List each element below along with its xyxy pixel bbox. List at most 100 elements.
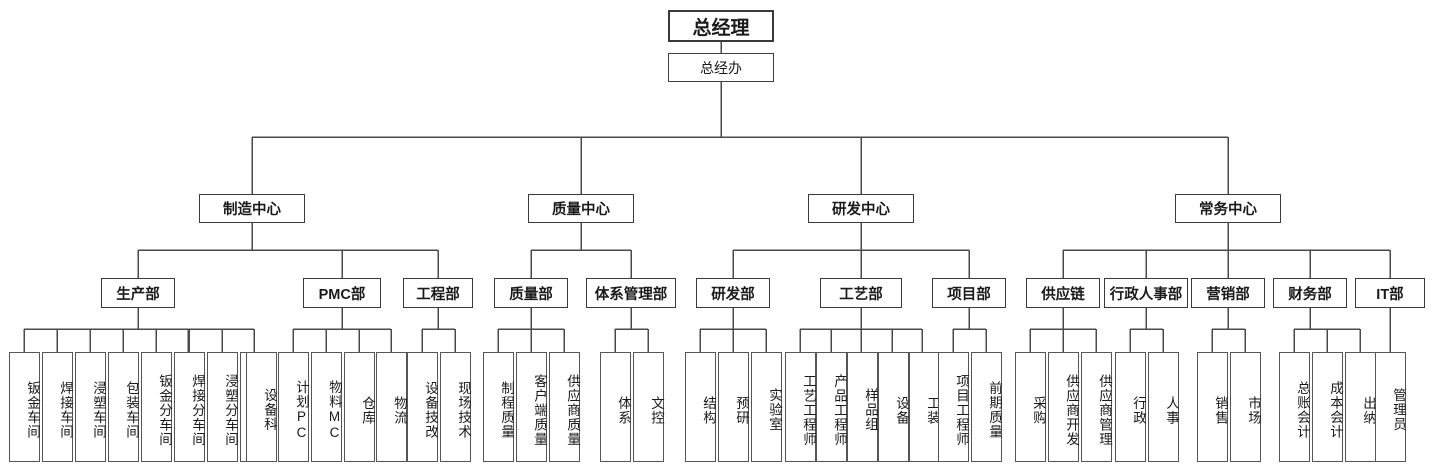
- node-label: 浸塑分车间: [223, 373, 238, 447]
- node-manufacturing-center[interactable]: 制造中心: [199, 194, 305, 223]
- node-label: 工程部: [416, 286, 460, 303]
- node-pmc-department[interactable]: PMC部: [303, 278, 381, 308]
- node-it-department[interactable]: IT部: [1355, 278, 1425, 308]
- node-supplier-management[interactable]: 供应商管理: [1081, 352, 1112, 462]
- node-label: 常务中心: [1199, 202, 1257, 218]
- node-field-technology[interactable]: 现场技术: [440, 352, 471, 462]
- node-label: 前期质量: [987, 381, 1002, 439]
- node-label: 质量部: [509, 286, 553, 303]
- node-label: 工艺工程师: [801, 373, 816, 447]
- node-early-quality[interactable]: 前期质量: [971, 352, 1002, 462]
- node-label: 项目部: [947, 286, 991, 303]
- node-planning-pc[interactable]: 计划PC: [278, 352, 309, 462]
- node-material-mc[interactable]: 物料MC: [311, 352, 342, 462]
- node-label: 项目工程师: [954, 373, 969, 447]
- node-label: 人事: [1164, 395, 1179, 425]
- node-sample-group[interactable]: 样品组: [847, 352, 878, 462]
- node-label: 管理员: [1391, 388, 1406, 432]
- node-finance-department[interactable]: 财务部: [1273, 278, 1347, 308]
- node-equipment[interactable]: 设备: [878, 352, 909, 462]
- node-label: 供应链: [1041, 286, 1085, 303]
- node-logistics[interactable]: 物流: [376, 352, 407, 462]
- node-label: 体系管理部: [594, 286, 668, 303]
- node-project-department[interactable]: 项目部: [932, 278, 1006, 308]
- node-label: PMC部: [318, 286, 366, 303]
- node-supplier-development[interactable]: 供应商开发: [1048, 352, 1079, 462]
- node-document-control[interactable]: 文控: [633, 352, 664, 462]
- node-label: IT部: [1376, 286, 1404, 303]
- node-label: 出纳: [1361, 395, 1376, 425]
- node-label: 总经理: [692, 17, 750, 39]
- node-label: 焊接分车间: [190, 373, 205, 447]
- node-project-engineer[interactable]: 项目工程师: [938, 352, 969, 462]
- node-label: 物流: [392, 395, 407, 425]
- node-label: 制造中心: [223, 202, 281, 218]
- node-human-resources[interactable]: 人事: [1148, 352, 1179, 462]
- node-label: 供应商开发: [1064, 373, 1079, 447]
- node-label: 预研: [734, 395, 749, 425]
- node-sheet-metal-shop[interactable]: 钣金车间: [9, 352, 40, 462]
- node-label: 研发部: [711, 286, 755, 303]
- node-packaging-shop[interactable]: 包装车间: [108, 352, 139, 462]
- node-purchasing[interactable]: 采购: [1015, 352, 1046, 462]
- node-process-engineer[interactable]: 工艺工程师: [785, 352, 816, 462]
- node-welding-sub-shop[interactable]: 焊接分车间: [174, 352, 205, 462]
- node-label: 客户端质量: [532, 373, 547, 447]
- node-cashier[interactable]: 出纳: [1345, 352, 1376, 462]
- node-label: 设备: [894, 395, 909, 425]
- node-structure[interactable]: 结构: [685, 352, 716, 462]
- node-dip-coating-sub-shop[interactable]: 浸塑分车间: [207, 352, 238, 462]
- node-label: 钣金分车间: [157, 373, 172, 447]
- node-admin-hr-department[interactable]: 行政人事部: [1104, 278, 1188, 308]
- node-engineering-department[interactable]: 工程部: [403, 278, 473, 308]
- node-label: 生产部: [116, 286, 160, 303]
- node-executive-center[interactable]: 常务中心: [1175, 194, 1281, 223]
- node-label: 采购: [1031, 395, 1046, 425]
- node-general-manager-office[interactable]: 总经办: [668, 53, 774, 82]
- node-quality-department[interactable]: 质量部: [494, 278, 568, 308]
- node-welding-shop[interactable]: 焊接车间: [42, 352, 73, 462]
- node-warehouse[interactable]: 仓库: [344, 352, 375, 462]
- node-market[interactable]: 市场: [1230, 352, 1261, 462]
- node-process-quality[interactable]: 制程质量: [483, 352, 514, 462]
- node-supplier-quality[interactable]: 供应商质量: [549, 352, 580, 462]
- node-customer-quality[interactable]: 客户端质量: [516, 352, 547, 462]
- node-laboratory[interactable]: 实验室: [751, 352, 782, 462]
- node-quality-center[interactable]: 质量中心: [528, 194, 634, 223]
- node-equipment-retrofit[interactable]: 设备技改: [407, 352, 438, 462]
- node-system[interactable]: 体系: [600, 352, 631, 462]
- node-label: 现场技术: [456, 381, 471, 439]
- node-label: 结构: [701, 395, 716, 425]
- node-pre-research[interactable]: 预研: [718, 352, 749, 462]
- node-rd-center[interactable]: 研发中心: [808, 194, 914, 223]
- node-dip-coating-shop[interactable]: 浸塑车间: [75, 352, 106, 462]
- node-general-manager[interactable]: 总经理: [668, 10, 774, 42]
- node-label: 设备科: [262, 388, 277, 432]
- node-equipment-section[interactable]: 设备科: [246, 352, 277, 462]
- node-label: 工装: [925, 395, 940, 425]
- node-sheet-metal-sub-shop[interactable]: 钣金分车间: [141, 352, 172, 462]
- node-label: 成本会计: [1328, 381, 1343, 439]
- node-system-management-department[interactable]: 体系管理部: [586, 278, 676, 308]
- node-general-ledger-accounting[interactable]: 总账会计: [1279, 352, 1310, 462]
- node-administration[interactable]: 行政: [1115, 352, 1146, 462]
- node-supply-chain-department[interactable]: 供应链: [1026, 278, 1100, 308]
- node-product-engineer[interactable]: 产品工程师: [816, 352, 847, 462]
- node-process-department[interactable]: 工艺部: [820, 278, 902, 308]
- node-label: 研发中心: [832, 202, 890, 218]
- node-label: 计划PC: [294, 379, 309, 441]
- node-label: 制程质量: [499, 381, 514, 439]
- node-label: 焊接车间: [58, 381, 73, 439]
- node-label: 仓库: [360, 395, 375, 425]
- node-label: 设备技改: [423, 381, 438, 439]
- node-label: 文控: [649, 395, 664, 425]
- node-label: 营销部: [1206, 286, 1250, 303]
- node-marketing-department[interactable]: 营销部: [1191, 278, 1265, 308]
- node-rd-department[interactable]: 研发部: [696, 278, 770, 308]
- node-cost-accounting[interactable]: 成本会计: [1312, 352, 1343, 462]
- node-sales[interactable]: 销售: [1197, 352, 1228, 462]
- node-label: 体系: [616, 395, 631, 425]
- node-production-department[interactable]: 生产部: [101, 278, 175, 308]
- node-tooling[interactable]: 工装: [909, 352, 940, 462]
- node-it-administrator[interactable]: 管理员: [1375, 352, 1406, 462]
